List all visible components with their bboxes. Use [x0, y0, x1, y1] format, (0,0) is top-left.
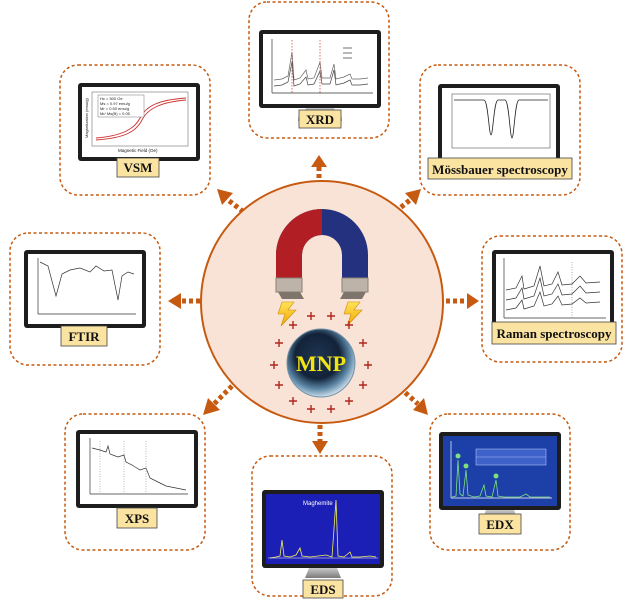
monitor-icon: [262, 490, 384, 578]
positive-charge-icon: [275, 339, 283, 347]
monitor-icon: [492, 250, 614, 336]
positive-charge-icon: [359, 381, 367, 389]
label-edx: EDX: [486, 517, 514, 532]
positive-charge-icon: [275, 381, 283, 389]
monitor-icon: [76, 430, 198, 518]
center-circle: MNP: [200, 180, 444, 424]
eds-screen-chart: Maghemite: [268, 499, 378, 559]
xrd-screen-chart: [271, 39, 373, 94]
panel-vsm: Hc = 500 Oe Ms = 0.97 emu/g Mr = 0.50 em…: [59, 64, 211, 196]
positive-charge-icon: [345, 397, 353, 405]
panel-eds: Maghemite EDS: [251, 455, 393, 599]
panel-raman: Raman spectroscopy: [481, 235, 623, 363]
positive-charge-icon: [345, 321, 353, 329]
arrow-to-ftir: [168, 293, 200, 309]
positive-charge-icon: [289, 397, 297, 405]
raman-screen-chart: [503, 258, 606, 319]
label-xps: XPS: [125, 511, 150, 526]
vsm-xlabel: Magnetic Field (Oe): [118, 148, 158, 153]
label-xrd: XRD: [306, 112, 334, 127]
xps-screen-chart: [89, 438, 188, 495]
lightning-bolt-icon: [277, 301, 363, 327]
ftir-screen-chart: [37, 258, 136, 315]
positive-charge-icon: [270, 361, 278, 369]
eds-screen-title: Maghemite: [303, 501, 333, 507]
mossbauer-screen-chart: [451, 93, 551, 149]
vsm-param-3: Mr = 0.50 emu/g: [100, 106, 129, 111]
label-eds: EDS: [310, 582, 335, 597]
surface-charges: [270, 312, 372, 413]
arrows: [168, 155, 479, 454]
panel-ftir: FTIR: [9, 232, 161, 366]
edx-screen-chart: [450, 441, 552, 499]
panel-mossbauer: Mössbauer spectroscopy: [419, 64, 581, 196]
vsm-param-2: Ms = 0.97 emu/g: [100, 101, 130, 106]
label-vsm: VSM: [124, 160, 153, 175]
label-ftir: FTIR: [68, 329, 100, 344]
vsm-screen-chart: Hc = 500 Oe Ms = 0.97 emu/g Mr = 0.50 em…: [84, 91, 189, 153]
vsm-param-4: Mr/ Ms(B) = 0.05: [100, 111, 131, 116]
arrow-to-raman: [446, 293, 479, 309]
arrow-to-xps: [203, 384, 234, 415]
positive-charge-icon: [327, 405, 335, 413]
positive-charge-icon: [364, 361, 372, 369]
arrow-to-mossbauer: [388, 189, 421, 218]
positive-charge-icon: [359, 339, 367, 347]
panel-xrd: XRD: [248, 1, 390, 139]
arrow-to-vsm: [217, 189, 251, 218]
panel-xps: XPS: [64, 413, 206, 551]
vsm-param-1: Hc = 500 Oe: [100, 96, 123, 101]
panel-edx: EDX: [429, 413, 571, 551]
positive-charge-icon: [289, 321, 297, 329]
mnp-sphere: MNP: [286, 328, 356, 398]
vsm-ylabel: Magnetization (emu/g): [84, 98, 89, 138]
positive-charge-icon: [307, 312, 315, 320]
monitor-icon: [438, 84, 560, 170]
horseshoe-magnet-icon: [275, 209, 369, 299]
arrow-to-edx: [398, 386, 428, 415]
label-mossbauer: Mössbauer spectroscopy: [432, 162, 568, 177]
positive-charge-icon: [307, 405, 315, 413]
positive-charge-icon: [327, 312, 335, 320]
mnp-label: MNP: [296, 351, 346, 376]
label-raman: Raman spectroscopy: [497, 326, 612, 341]
